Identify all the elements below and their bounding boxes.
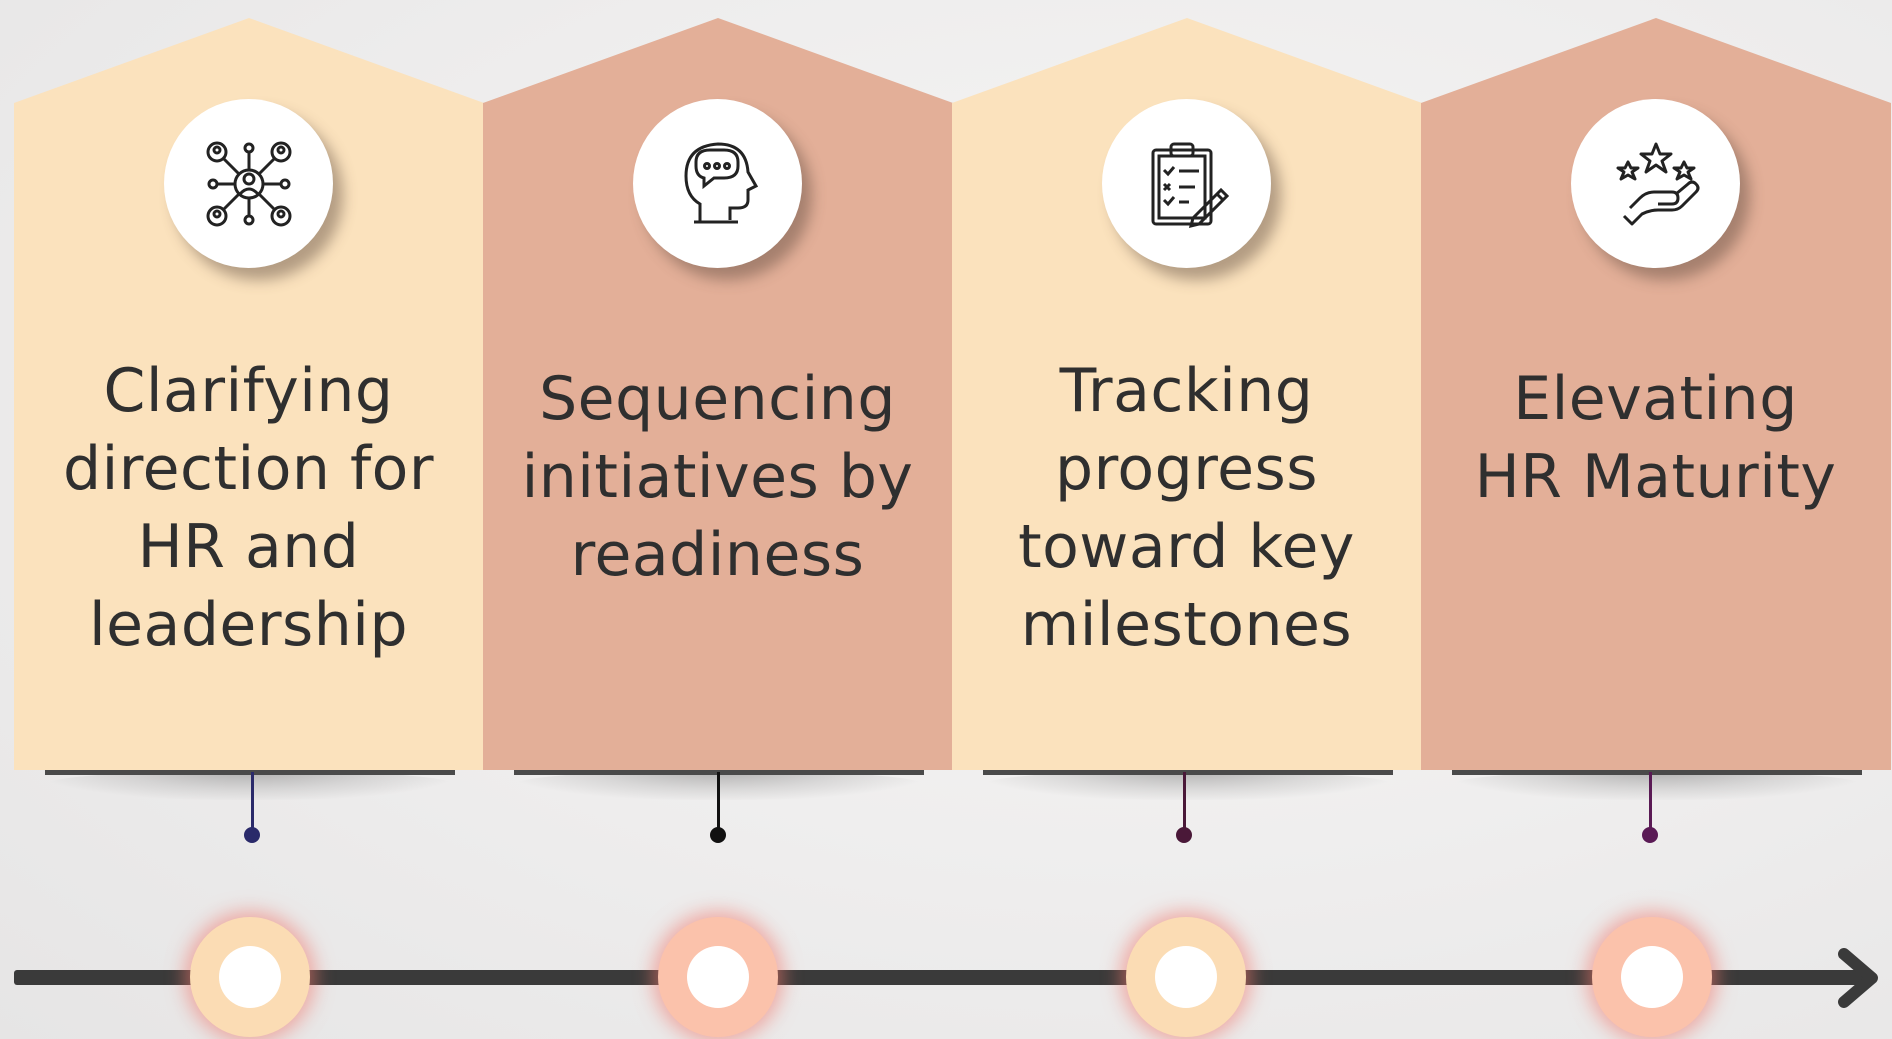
step-card-3: Tracking progress toward key milestones [952,18,1422,770]
step-text-line: toward key [1018,512,1355,582]
network-people-icon [206,141,291,226]
timeline-marker-3 [1126,917,1246,1037]
step-text-line: readiness [570,520,865,590]
connector-dot [244,827,260,843]
card-base-line [45,770,455,775]
head-thought-icon [683,141,758,223]
card-shape [952,18,1422,770]
card-shadow [983,770,1393,800]
timeline-axis [14,970,1866,985]
step-text-line: Sequencing [539,364,896,434]
card-base-line [1452,770,1862,775]
card-shape [14,18,484,770]
connector-line [1649,772,1652,832]
step-text-line: leadership [88,590,409,660]
clipboard-checklist-icon [1151,142,1229,228]
icon-badge [164,99,333,268]
step-text-line: milestones [1020,590,1353,660]
card-base-line [983,770,1393,775]
step-text-line: initiatives by [521,442,914,512]
hand-stars-icon [1616,142,1699,225]
marker-center [219,946,281,1008]
connector-line [717,772,720,832]
card-shape [483,18,953,770]
marker-center [1155,946,1217,1008]
step-text-line: direction for [62,434,434,504]
marker-center [1621,946,1683,1008]
arrow-right-icon [1838,948,1878,1008]
card-shape [1421,18,1891,770]
step-text-line: HR Maturity [1474,442,1837,512]
step-card-4: Elevating HR Maturity [1421,18,1891,770]
icon-badge [633,99,802,268]
icon-badge [1102,99,1271,268]
step-text: Elevating HR Maturity [1431,360,1880,516]
connector-dot [1176,827,1192,843]
marker-center [687,946,749,1008]
timeline-marker-2 [658,917,778,1037]
card-shadow [45,770,455,800]
icon-badge [1571,99,1740,268]
step-text: Tracking progress toward key milestones [962,352,1411,664]
step-card-1: Clarifying direction for HR and leadersh… [14,18,484,770]
connector-dot [710,827,726,843]
step-text-line: Tracking [1059,356,1314,426]
card-shadow [1452,770,1862,800]
step-text-line: Elevating [1513,364,1798,434]
connector-line [251,772,254,832]
step-text-line: progress [1054,434,1318,504]
step-text-line: HR and [137,512,360,582]
timeline-marker-1 [190,917,310,1037]
step-card-2: Sequencing initiatives by readiness [483,18,953,770]
connector-dot [1642,827,1658,843]
timeline-marker-4 [1592,917,1712,1037]
connector-line [1183,772,1186,832]
step-text: Clarifying direction for HR and leadersh… [24,352,473,664]
step-text-line: Clarifying [103,356,394,426]
step-text: Sequencing initiatives by readiness [493,360,942,594]
